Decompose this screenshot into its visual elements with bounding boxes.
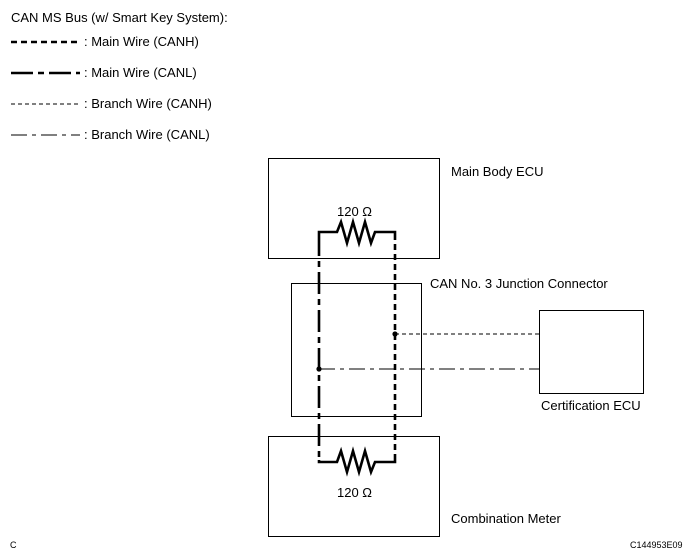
legend-label-branch-canl: : Branch Wire (CANL) <box>84 127 210 142</box>
combination-meter-box <box>268 436 440 537</box>
legend-label-main-canl: : Main Wire (CANL) <box>84 65 197 80</box>
junction-connector-label: CAN No. 3 Junction Connector <box>430 276 608 291</box>
corner-letter: C <box>10 540 17 550</box>
resistor-top <box>317 217 397 248</box>
junction-connector-box <box>291 283 422 417</box>
resistor-top-label: 120 Ω <box>337 204 373 219</box>
combination-meter-label: Combination Meter <box>451 511 561 526</box>
certification-ecu-box <box>539 310 644 394</box>
resistor-bottom-label: 120 Ω <box>337 485 373 500</box>
resistor-bottom <box>317 446 397 477</box>
legend-label-branch-canh: : Branch Wire (CANH) <box>84 96 212 111</box>
certification-ecu-label: Certification ECU <box>541 398 641 413</box>
junction-dot-canh <box>392 331 398 337</box>
legend-label-main-canh: : Main Wire (CANH) <box>84 34 199 49</box>
main-body-ecu-label: Main Body ECU <box>451 164 544 179</box>
junction-dot-canl <box>316 366 322 372</box>
figure-code: C144953E09 <box>630 540 683 550</box>
legend-title: CAN MS Bus (w/ Smart Key System): <box>11 10 228 25</box>
main-body-ecu-box <box>268 158 440 259</box>
